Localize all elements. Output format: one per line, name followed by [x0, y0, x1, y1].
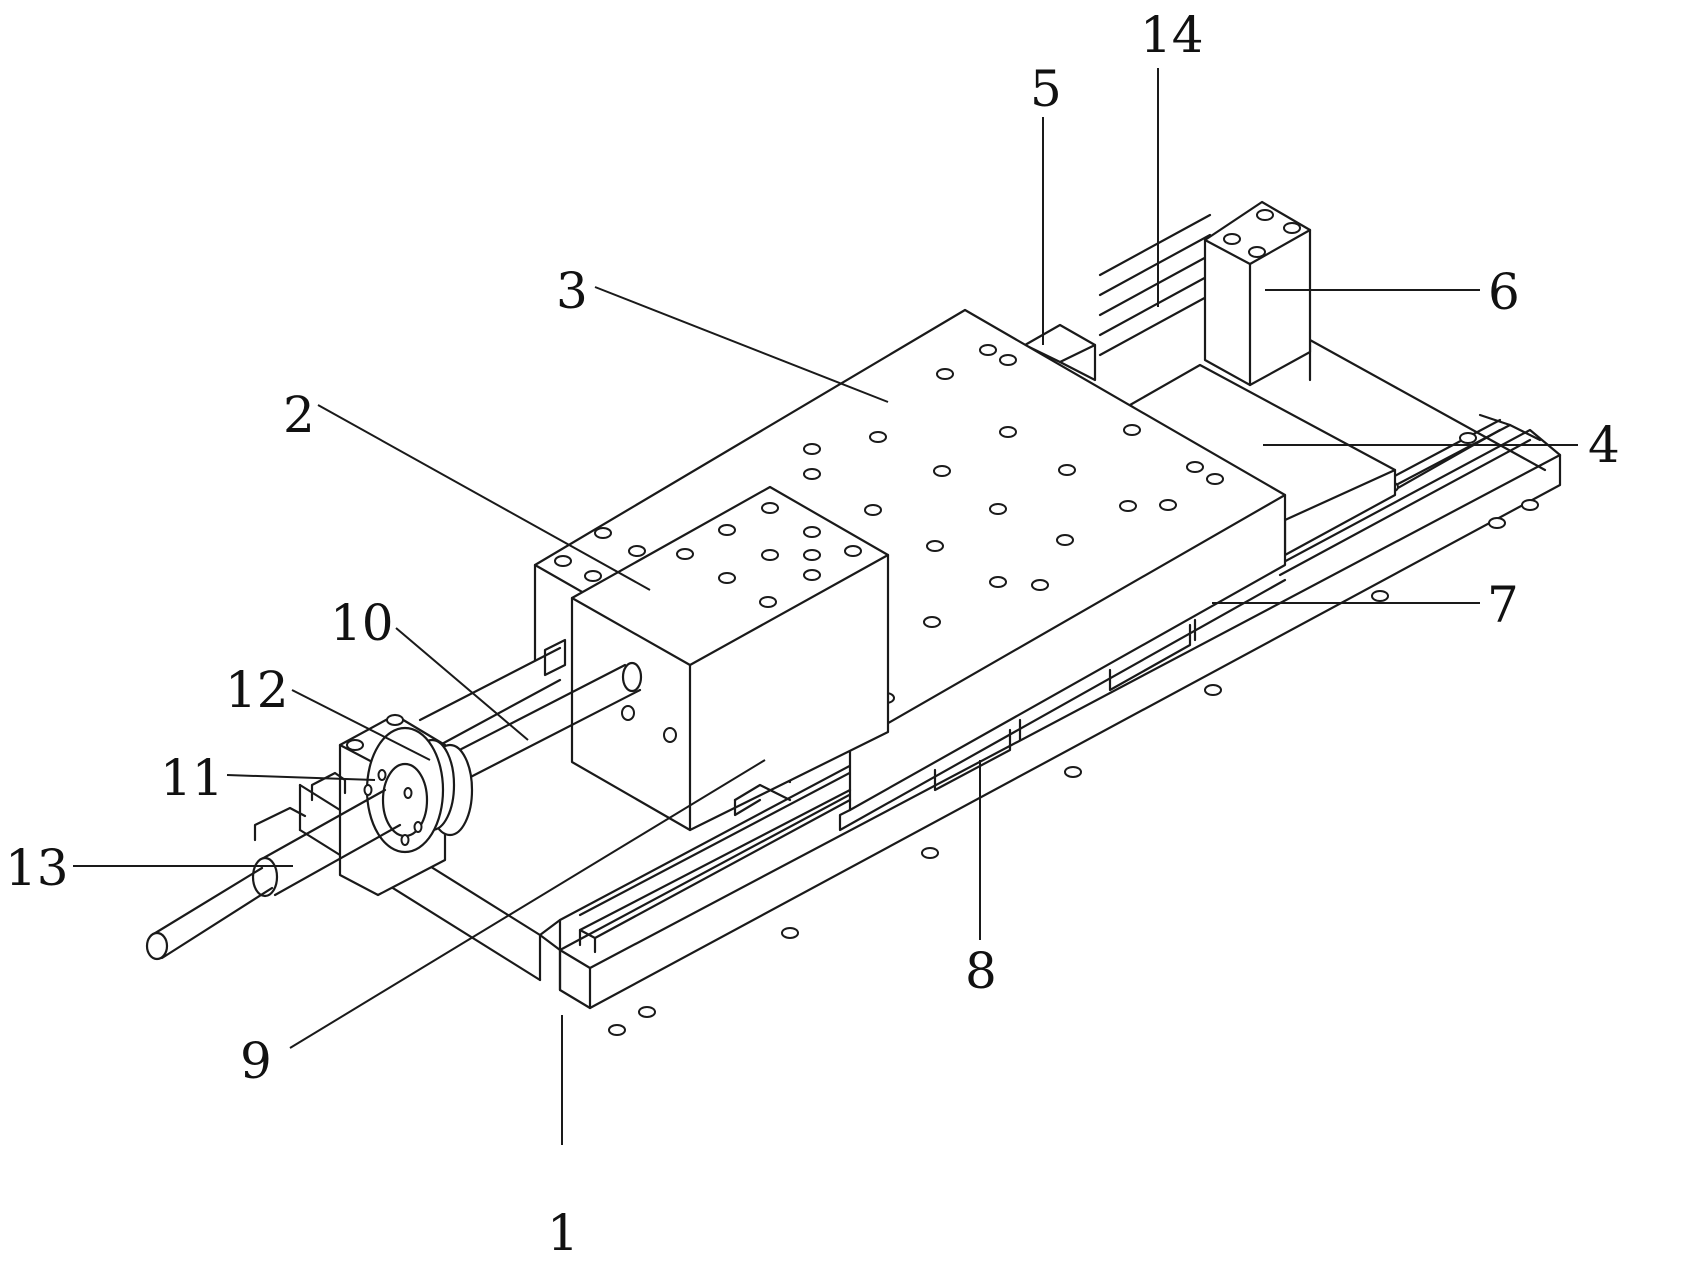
- carriage-hole: [761, 549, 779, 561]
- label-1: 1: [547, 1204, 579, 1262]
- label-14: 14: [1140, 6, 1204, 64]
- flange-hole: [400, 834, 410, 846]
- seat-hole: [386, 714, 404, 726]
- carriage-hole: [621, 705, 635, 721]
- label-12: 12: [225, 661, 289, 719]
- label-8: 8: [965, 942, 997, 1000]
- label-3: 3: [556, 262, 588, 320]
- base-hole: [1064, 766, 1082, 778]
- base-hole: [608, 1024, 626, 1036]
- callout-labels: 1 2 3 4 5 6 7 8 9 10 11 12 13 14: [5, 6, 1620, 1262]
- post-hole: [1223, 233, 1241, 245]
- post-hole: [1248, 246, 1266, 258]
- front-guide-rail: [543, 638, 852, 954]
- flange-hole: [363, 784, 373, 796]
- table-hole: [628, 545, 646, 557]
- base-hole: [1488, 517, 1506, 529]
- label-6: 6: [1488, 263, 1520, 321]
- table-hole: [584, 570, 602, 582]
- carriage-hole: [844, 545, 862, 557]
- leader-11: [226, 774, 376, 781]
- table-hole: [1206, 473, 1224, 485]
- rail-hole: [1459, 432, 1477, 444]
- carriage-hole: [676, 548, 694, 560]
- table-hole: [594, 527, 612, 539]
- table-hole: [1119, 500, 1137, 512]
- carriage-hole: [759, 596, 777, 608]
- table-hole: [926, 540, 944, 552]
- leader-lines: [73, 68, 1578, 1145]
- table-hole: [869, 431, 887, 443]
- input-shaft: [145, 771, 402, 961]
- flange-hole: [377, 769, 387, 781]
- carriage-hole: [803, 549, 821, 561]
- table-hole: [1159, 499, 1177, 511]
- label-2: 2: [283, 386, 315, 444]
- table-hole: [1123, 424, 1141, 436]
- lead-screw: [418, 646, 643, 787]
- label-11: 11: [160, 749, 224, 807]
- carriage-hole: [663, 727, 677, 743]
- base-hole: [1521, 499, 1539, 511]
- table-hole: [803, 468, 821, 480]
- table-hole: [803, 443, 821, 455]
- table-hole: [989, 503, 1007, 515]
- leader-9: [289, 759, 766, 1049]
- flange-coupling: [363, 726, 474, 854]
- table-hole: [979, 344, 997, 356]
- seat-hole: [346, 739, 364, 751]
- carriage-block: [570, 485, 890, 832]
- base-hole: [1371, 590, 1389, 602]
- table-hole: [999, 426, 1017, 438]
- leader-3: [594, 286, 889, 403]
- label-4: 4: [1588, 416, 1620, 474]
- label-13: 13: [5, 839, 69, 897]
- carriage-hole: [761, 502, 779, 514]
- table-hole: [923, 616, 941, 628]
- table-hole: [999, 354, 1017, 366]
- table-hole: [1058, 464, 1076, 476]
- label-5: 5: [1030, 60, 1062, 118]
- label-10: 10: [330, 594, 394, 652]
- table-hole: [936, 368, 954, 380]
- carriage-hole: [718, 524, 736, 536]
- table-hole: [989, 576, 1007, 588]
- table-hole: [554, 555, 572, 567]
- table-hole: [1031, 579, 1049, 591]
- base-hole: [1204, 684, 1222, 696]
- carriage-hole: [718, 572, 736, 584]
- label-9: 9: [240, 1032, 272, 1090]
- vertical-post: [1203, 200, 1312, 387]
- leader-2: [317, 404, 651, 591]
- carriage-hole: [803, 526, 821, 538]
- base-hole: [781, 927, 799, 939]
- post-hole: [1256, 209, 1274, 221]
- base-hole: [638, 1006, 656, 1018]
- flange-hole: [413, 821, 423, 833]
- table-hole: [1186, 461, 1204, 473]
- carriage-hole: [803, 569, 821, 581]
- flange-hole: [403, 787, 413, 799]
- leader-12: [291, 689, 431, 761]
- leader-10: [395, 627, 529, 741]
- base-hole: [921, 847, 939, 859]
- post-hole: [1283, 222, 1301, 234]
- table-hole: [864, 504, 882, 516]
- table-hole: [1056, 534, 1074, 546]
- table-hole: [933, 465, 951, 477]
- label-7: 7: [1487, 576, 1519, 634]
